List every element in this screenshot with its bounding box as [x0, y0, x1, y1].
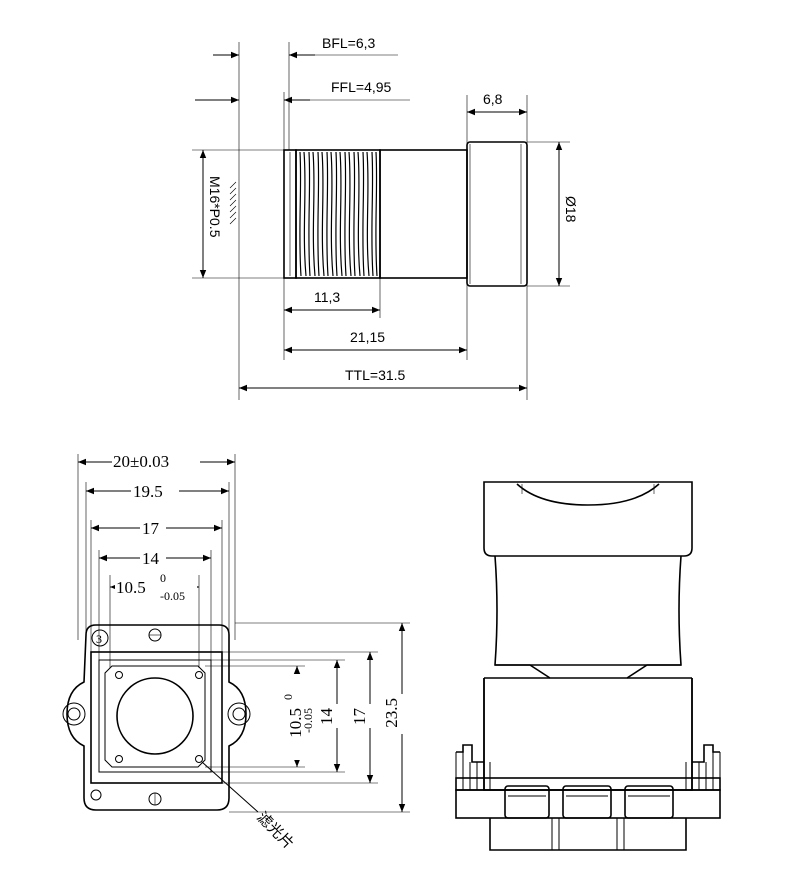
module-side-view [455, 481, 721, 851]
module-lens-head [483, 481, 693, 557]
height-23-5-label: 23.5 [382, 698, 401, 728]
filter-leader [201, 761, 259, 813]
module-base-plate [455, 789, 721, 819]
height-10-5-label: 10.5 [286, 708, 305, 738]
pin-marker-top-left [91, 629, 109, 647]
module-bottom-pcb [489, 818, 687, 851]
module-holder-body [483, 677, 693, 791]
diameter-label: Ø18 [563, 196, 579, 223]
holder-outline [66, 624, 247, 811]
width-10-5-label: 10.5 [116, 578, 146, 597]
module-lens-recess [516, 483, 660, 506]
body-length-label: 21,15 [350, 329, 385, 345]
outer-width-label-bg [112, 451, 200, 469]
width-tol-upper: 0 [160, 571, 166, 585]
lens-smooth-barrel [379, 149, 468, 279]
filter-corner-hole-bl [115, 755, 123, 763]
width-tol-lower: -0.05 [160, 589, 185, 603]
filter-corner-hole-br [195, 755, 203, 763]
module-right-clip [692, 744, 720, 763]
lens-side-view: BFL=6,3 FFL=4,95 6,8 M16*P0.5 [192, 35, 579, 400]
module-base-lip [455, 777, 721, 791]
module-base-ribs [462, 752, 714, 790]
ffl-label: FFL=4,95 [331, 79, 392, 95]
module-connector-blocks [504, 785, 674, 819]
lens-body [283, 141, 528, 287]
left-mount-hole [62, 702, 86, 726]
height-17-label: 17 [350, 708, 369, 726]
head-length-label: 6,8 [483, 91, 503, 107]
inner-frame-14 [98, 659, 212, 773]
pin-bottom-left [90, 789, 102, 801]
width-14-label: 14 [142, 549, 160, 568]
filter-corner-hole-tl [115, 671, 123, 679]
thread-length-label: 11,3 [314, 289, 340, 305]
sensor-opening [116, 677, 194, 755]
inner-frame-17 [90, 651, 223, 784]
module-barrel-collar [495, 664, 681, 679]
width-19-5-label: 19.5 [133, 482, 163, 501]
module-left-clip [456, 744, 484, 763]
filter-outline [104, 665, 206, 768]
height-tol-upper: 0 [281, 694, 295, 700]
width-17-label: 17 [142, 519, 160, 538]
bfl-label: BFL=6,3 [322, 35, 376, 51]
total-length-label: TTL=31.5 [345, 367, 406, 383]
lens-head [466, 141, 528, 287]
module-bottom-tabs [551, 818, 625, 850]
height-tol-lower: -0.05 [301, 708, 315, 733]
thread-hatch [229, 181, 237, 225]
svg-text:3: 3 [96, 632, 102, 646]
thread-spec-label: M16*P0.5 [207, 176, 223, 238]
right-mount-hole [227, 702, 251, 726]
filter-corner-hole-tr [195, 671, 203, 679]
height-14-label: 14 [317, 708, 336, 726]
filter-label: 滤光片 [253, 808, 298, 853]
outer-width-label: 20±0.03 [113, 452, 169, 471]
thread-texture [299, 151, 378, 277]
holder-front-view: 20±0.03 19.5 17 14 10.5 0 -0.05 3 [62, 451, 412, 853]
module-lens-barrel [494, 555, 682, 666]
